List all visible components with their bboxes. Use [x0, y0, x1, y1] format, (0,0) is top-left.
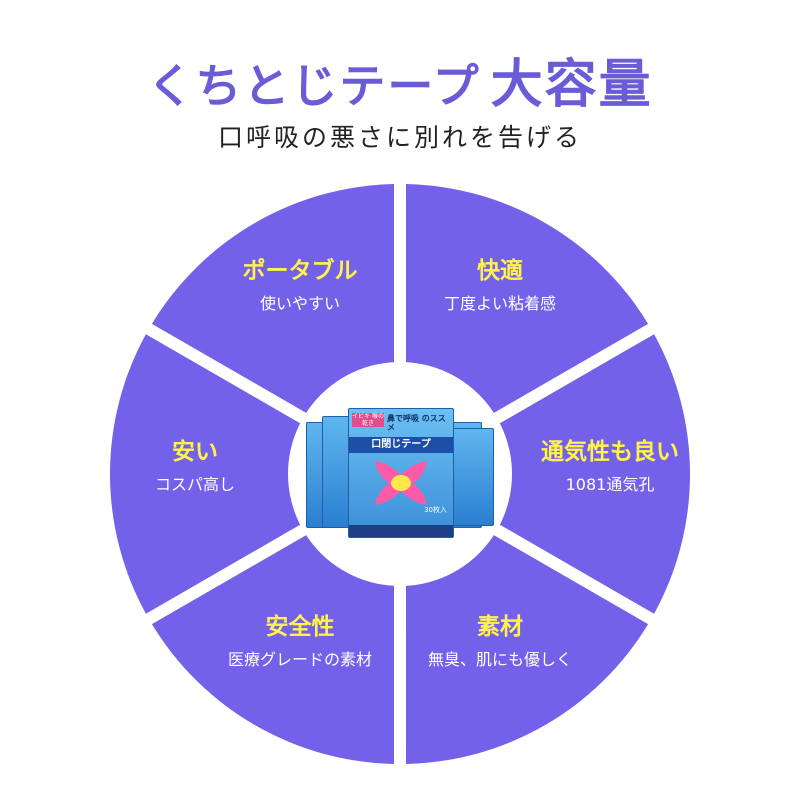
- product-count: 30枚入: [424, 506, 447, 514]
- segment-description: コスパ高し: [154, 475, 235, 494]
- segment-description: 無臭、肌にも優しく: [427, 650, 572, 669]
- product-head: 鼻で呼吸 のススメ: [387, 414, 446, 432]
- segment-portable: ポータブル 使いやすい: [200, 256, 400, 314]
- segment-cheap-wedge: [110, 334, 346, 614]
- segment-heading: 通気性も良い: [541, 439, 679, 465]
- product-image: イビキ 喉の乾き 鼻で呼吸 のススメ 口閉じテープ 30枚入: [300, 408, 500, 538]
- title-main: くちとじテープ: [147, 59, 481, 113]
- title-emphasis: 大容量: [490, 55, 653, 115]
- segment-cheap: 安い コスパ高し: [95, 437, 295, 495]
- segment-comfort: 快適 丁度よい粘着感: [400, 256, 600, 314]
- segment-description: 医療グレードの素材: [227, 650, 372, 669]
- page-title: くちとじテープ大容量: [0, 42, 800, 117]
- segment-heading: ポータブル: [242, 258, 358, 284]
- segment-portable-wedge: [151, 184, 395, 439]
- segment-heading: 安全性: [265, 614, 335, 640]
- mouth-tape-icon: [375, 461, 427, 505]
- segment-heading: 素材: [477, 614, 523, 640]
- segment-comfort-wedge: [405, 184, 649, 439]
- product-name: 口閉じテープ: [349, 437, 453, 453]
- segment-description: 丁度よい粘着感: [443, 294, 556, 313]
- segment-heading: 安い: [172, 439, 218, 465]
- product-tag: イビキ 喉の乾き: [352, 413, 384, 427]
- segment-safety: 安全性 医療グレードの素材: [200, 612, 400, 670]
- segment-heading: 快適: [477, 258, 523, 284]
- segment-breathable: 通気性も良い 1081通気孔: [510, 437, 710, 495]
- segment-breathable-wedge: [454, 334, 690, 614]
- product-footer: [349, 525, 453, 537]
- product-box-front: イビキ 喉の乾き 鼻で呼吸 のススメ 口閉じテープ 30枚入: [348, 408, 454, 538]
- segment-material-wedge: [405, 509, 649, 764]
- segment-description: 使いやすい: [259, 294, 340, 313]
- segment-material: 素材 無臭、肌にも優しく: [400, 612, 600, 670]
- page-subtitle: 口呼吸の悪さに別れを告げる: [217, 123, 582, 152]
- segment-description: 1081通気孔: [565, 475, 655, 494]
- segment-safety-wedge: [151, 509, 395, 764]
